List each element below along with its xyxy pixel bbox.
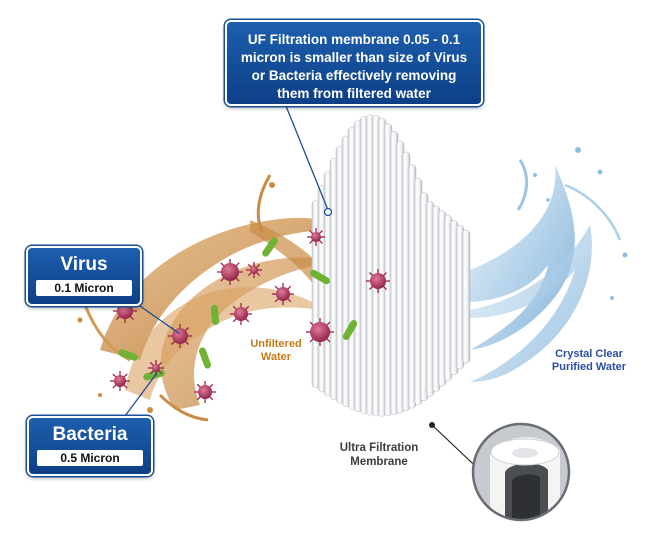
label-line: Water — [260, 351, 292, 363]
callout-line: or Bacteria effectively removing — [251, 68, 457, 83]
membrane-label: Ultra Filtration Membrane — [326, 441, 432, 469]
virus-particle — [110, 371, 130, 391]
clear-water-splash — [470, 147, 628, 382]
virus-callout: Virus 0.1 Micron — [26, 246, 142, 306]
bacterium — [310, 269, 330, 285]
bacterium — [210, 305, 220, 325]
virus-particle — [230, 303, 252, 325]
virus-particle — [307, 228, 325, 246]
bacteria-group — [118, 237, 358, 381]
virus-particle — [246, 262, 262, 278]
virus-particle — [306, 318, 334, 346]
virus-particle — [366, 269, 390, 293]
bacteria-size: 0.5 Micron — [37, 450, 143, 466]
membrane-tube-bundle — [311, 114, 471, 417]
label-line: Purified Water — [551, 361, 627, 373]
label-line: Membrane — [350, 456, 408, 468]
bacteria-title: Bacteria — [52, 424, 128, 445]
bacteria-callout: Bacteria 0.5 Micron — [27, 416, 153, 476]
virus-particle — [217, 259, 243, 285]
callout-line: UF Filtration membrane 0.05 - 0.1 — [247, 32, 461, 47]
unfiltered-water-label: Unfiltered Water — [236, 338, 316, 364]
uf-membrane-callout: UF Filtration membrane 0.05 - 0.1 micron… — [225, 20, 483, 106]
label-line: Ultra Filtration — [339, 442, 419, 454]
callout-line: them from filtered water — [277, 86, 431, 101]
membrane-magnifier — [471, 422, 571, 522]
bacterium — [262, 237, 278, 257]
label-line: Crystal Clear — [555, 348, 623, 360]
virus-particle — [272, 283, 294, 305]
virus-particle — [113, 299, 137, 323]
bacterium — [198, 347, 212, 369]
virus-particle — [194, 381, 216, 403]
bacterium — [118, 349, 138, 361]
virus-group — [110, 228, 390, 403]
callout-line: micron is smaller than size of Virus — [240, 50, 468, 65]
clear-water-label: Crystal Clear Purified Water — [546, 348, 632, 374]
virus-size: 0.1 Micron — [36, 280, 132, 296]
virus-title: Virus — [60, 254, 108, 275]
label-line: Unfiltered — [250, 338, 302, 350]
bacterium — [342, 320, 358, 340]
virus-particle — [148, 360, 164, 376]
membrane-tube — [461, 229, 471, 364]
